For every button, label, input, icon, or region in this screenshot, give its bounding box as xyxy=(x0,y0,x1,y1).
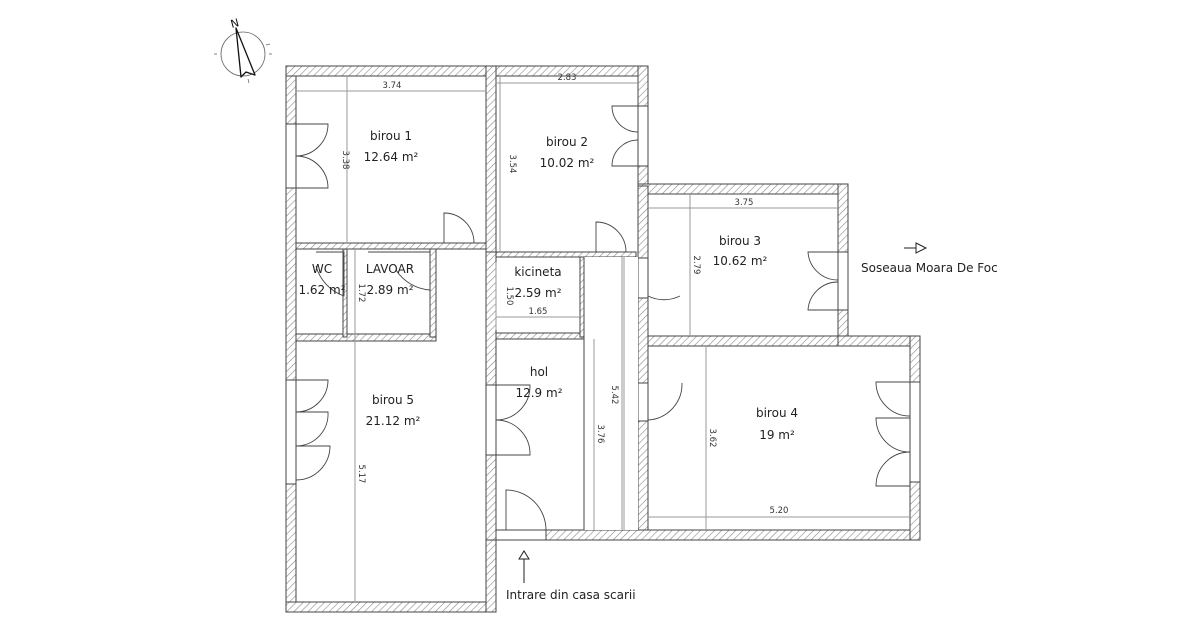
svg-text:5.17: 5.17 xyxy=(356,465,366,484)
compass-label: N xyxy=(229,16,240,31)
svg-text:3.38: 3.38 xyxy=(340,151,350,170)
dimension-labels: 3.74 3.38 2.83 3.54 3.75 2.79 1.72 1.50 … xyxy=(340,73,788,516)
room-area-birou2: 10.02 m² xyxy=(540,156,595,170)
arrow-right-icon xyxy=(904,242,928,254)
arrow-up-icon xyxy=(518,550,530,583)
north-compass-icon: N xyxy=(214,16,272,84)
room-name-birou4: birou 4 xyxy=(756,406,798,420)
svg-text:2.79: 2.79 xyxy=(691,256,701,275)
svg-text:1.72: 1.72 xyxy=(356,284,366,303)
room-area-birou3: 10.62 m² xyxy=(713,254,768,268)
svg-text:3.54: 3.54 xyxy=(507,155,517,174)
entrance-annotation: Intrare din casa scarii xyxy=(506,550,636,602)
walls xyxy=(285,65,921,613)
svg-text:2.83: 2.83 xyxy=(558,73,577,83)
svg-text:5.20: 5.20 xyxy=(770,506,789,516)
svg-text:3.75: 3.75 xyxy=(735,198,754,208)
room-area-lavoar: 2.89 m² xyxy=(366,283,413,297)
svg-text:5.42: 5.42 xyxy=(609,386,619,405)
room-area-kicineta: 2.59 m² xyxy=(514,286,561,300)
svg-text:3.74: 3.74 xyxy=(383,81,402,91)
room-area-hol: 12.9 m² xyxy=(515,386,562,400)
room-area-birou1: 12.64 m² xyxy=(364,150,419,164)
svg-text:3.62: 3.62 xyxy=(707,429,717,448)
room-name-hol: hol xyxy=(530,365,548,379)
room-name-birou5: birou 5 xyxy=(372,393,414,407)
room-labels: birou 1 12.64 m² birou 2 10.02 m² birou … xyxy=(298,129,798,442)
room-area-birou5: 21.12 m² xyxy=(366,414,421,428)
room-name-kicineta: kicineta xyxy=(514,265,561,279)
room-name-birou3: birou 3 xyxy=(719,234,761,248)
room-name-lavoar: LAVOAR xyxy=(366,262,414,276)
street-annotation: Soseaua Moara De Foc xyxy=(861,242,998,275)
room-area-wc: 1.62 m² xyxy=(298,283,345,297)
svg-text:1.50: 1.50 xyxy=(504,287,514,306)
room-name-birou1: birou 1 xyxy=(370,129,412,143)
room-name-birou2: birou 2 xyxy=(546,135,588,149)
entrance-label: Intrare din casa scarii xyxy=(506,588,636,602)
doors xyxy=(295,105,911,531)
dimension-lines xyxy=(296,76,910,602)
room-name-wc: WC xyxy=(312,262,332,276)
room-area-birou4: 19 m² xyxy=(759,428,795,442)
street-label: Soseaua Moara De Foc xyxy=(861,261,998,275)
svg-text:1.65: 1.65 xyxy=(529,307,548,317)
svg-text:3.76: 3.76 xyxy=(595,425,605,444)
